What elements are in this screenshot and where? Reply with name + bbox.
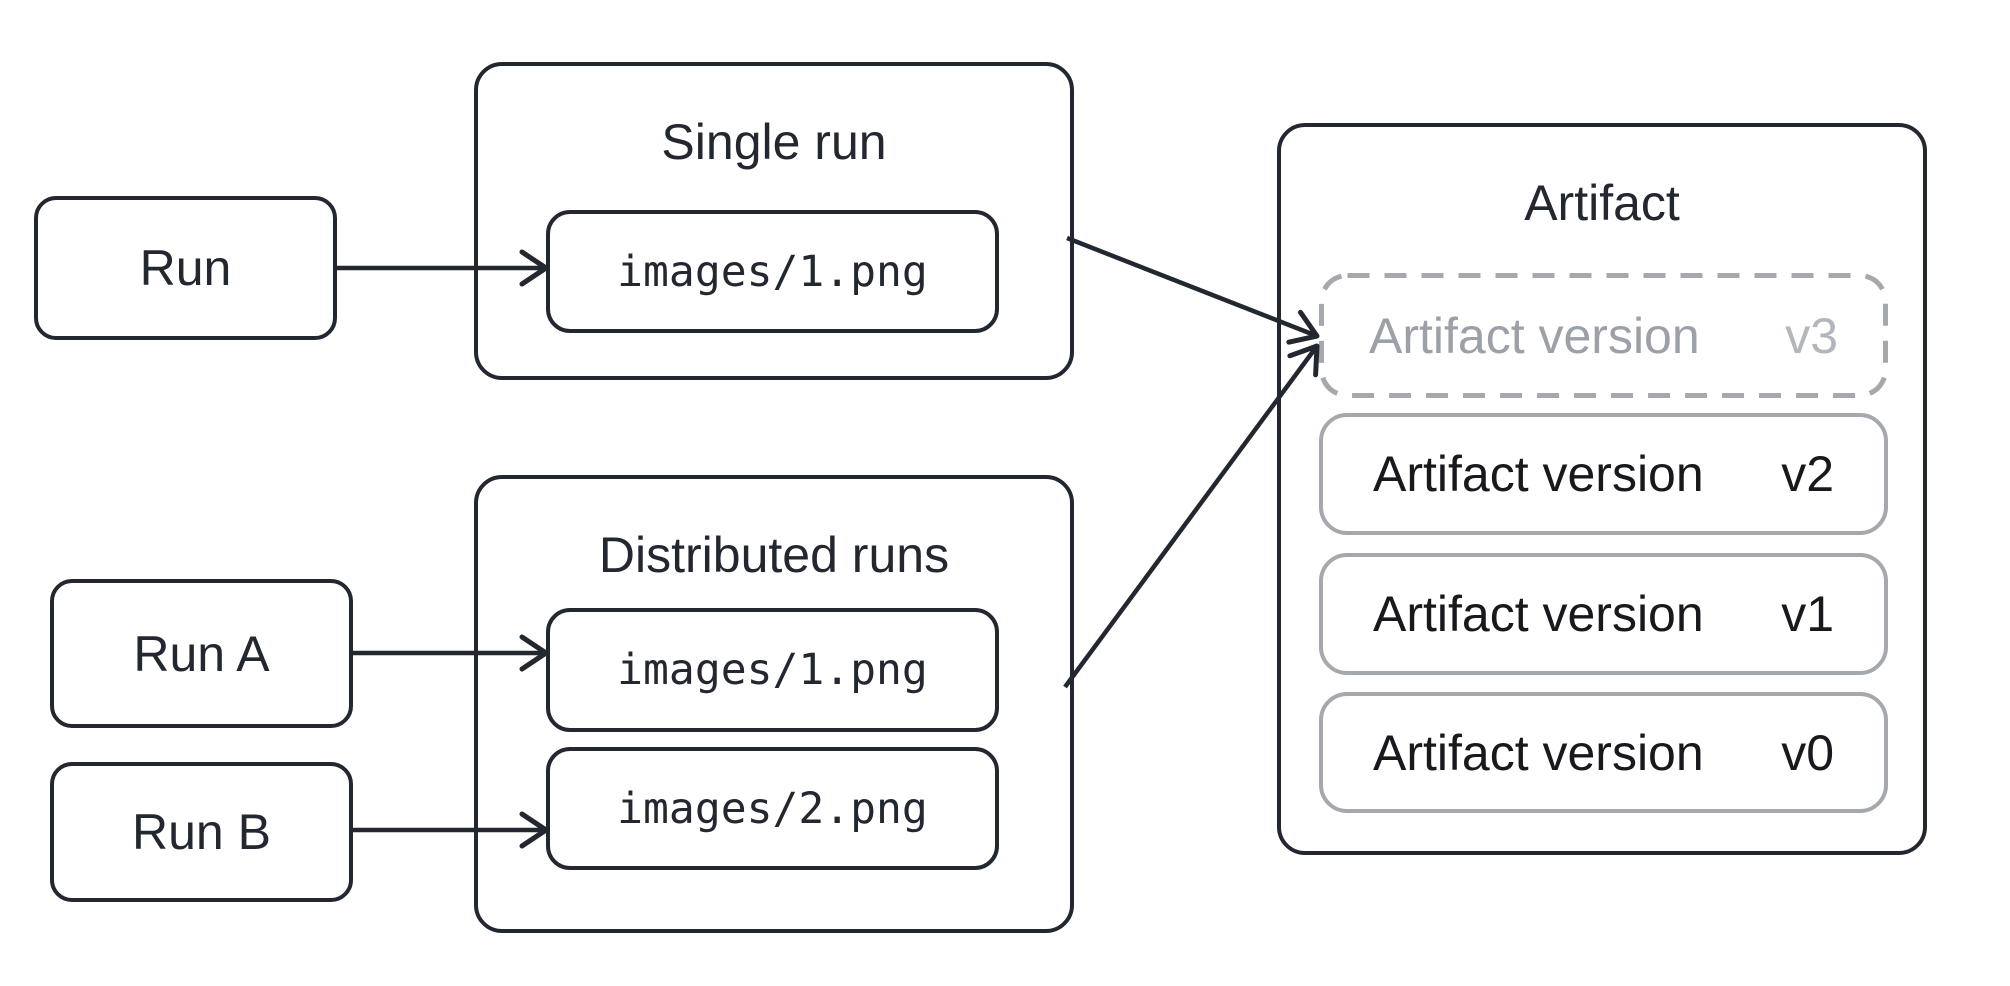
artifact-version-v1-label: Artifact version bbox=[1373, 586, 1704, 642]
node-run-label: Run bbox=[139, 240, 232, 296]
artifact-version-v2: Artifact version v2 bbox=[1319, 413, 1888, 535]
file-node-single-images-1: images/1.png bbox=[546, 210, 999, 333]
group-distributed-runs-title: Distributed runs bbox=[598, 527, 950, 583]
artifact-version-v0-value: v0 bbox=[1781, 724, 1834, 781]
file-node-dist-images-2-label: images/2.png bbox=[617, 783, 928, 834]
node-run: Run bbox=[34, 196, 337, 340]
artifact-version-v3-label: Artifact version bbox=[1369, 307, 1700, 364]
artifact-version-v1: Artifact version v1 bbox=[1319, 553, 1888, 675]
file-node-dist-images-1: images/1.png bbox=[546, 608, 999, 732]
file-node-dist-images-1-label: images/1.png bbox=[617, 645, 928, 695]
node-run-b: Run B bbox=[50, 762, 353, 902]
artifact-version-v0: Artifact version v0 bbox=[1319, 692, 1888, 813]
group-single-run-title: Single run bbox=[661, 114, 887, 170]
artifact-version-v1-value: v1 bbox=[1781, 586, 1834, 642]
node-run-b-label: Run B bbox=[132, 804, 271, 860]
file-node-single-images-1-label: images/1.png bbox=[617, 246, 928, 297]
artifact-version-v2-value: v2 bbox=[1781, 446, 1834, 502]
file-node-dist-images-2: images/2.png bbox=[546, 747, 999, 870]
node-run-a: Run A bbox=[50, 579, 353, 728]
node-run-a-label: Run A bbox=[133, 625, 270, 682]
group-artifact-title: Artifact bbox=[1524, 175, 1680, 231]
artifact-version-v0-label: Artifact version bbox=[1373, 724, 1704, 781]
artifact-version-v3-pending: Artifact version v3 bbox=[1319, 273, 1888, 398]
artifact-version-v3-value: v3 bbox=[1785, 307, 1838, 364]
artifact-version-v2-label: Artifact version bbox=[1373, 446, 1704, 502]
